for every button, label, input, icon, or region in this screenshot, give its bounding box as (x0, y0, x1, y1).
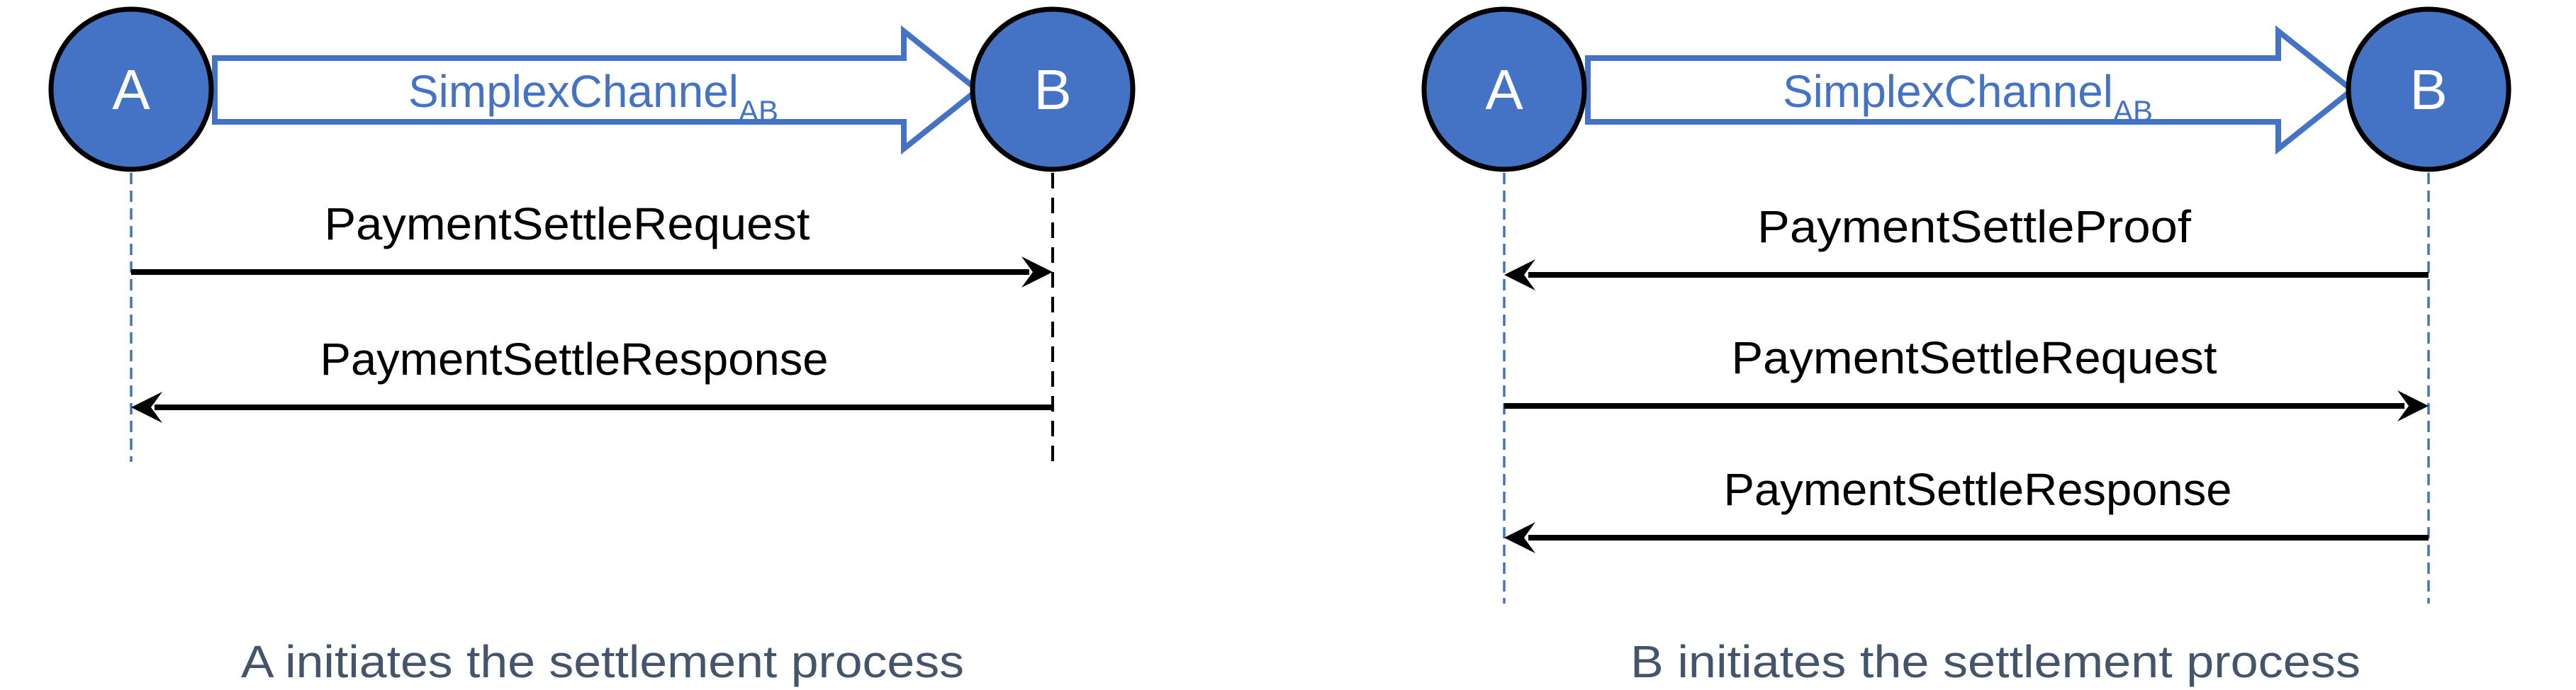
message-payment-settle-proof: PaymentSettleProof (1504, 201, 2429, 290)
diagram-caption: B initiates the settlement process (1630, 636, 2361, 687)
node-a-label: A (1485, 58, 1523, 121)
node-b-circle (970, 6, 1136, 172)
message-payment-settle-response: PaymentSettleResponse (131, 334, 1053, 423)
node-b-circle (2346, 6, 2511, 172)
message-label: PaymentSettleResponse (320, 334, 829, 385)
arrowhead-right-icon (1021, 256, 1053, 288)
node-b-label: B (1034, 58, 1071, 121)
message-label: PaymentSettleProof (1757, 201, 2191, 252)
diagram-b-initiates: SimplexChannelAB A B PaymentSettleProof … (1421, 6, 2511, 687)
simplex-channel-arrow (1585, 25, 2357, 155)
arrowhead-left-icon (131, 392, 162, 423)
simplex-channel-label: SimplexChannelAB (408, 66, 778, 128)
node-a-label: A (112, 58, 150, 121)
arrowhead-right-icon (2397, 390, 2429, 422)
message-label: PaymentSettleRequest (1732, 332, 2217, 383)
simplex-channel-arrow (212, 25, 982, 155)
node-a-circle (48, 6, 214, 172)
channel-name: SimplexChannel (1783, 66, 2113, 117)
diagram-a-initiates: SimplexChannelAB A B PaymentSettleReques… (48, 6, 1136, 687)
channel-subscript: AB (2113, 94, 2153, 128)
arrowhead-left-icon (1504, 259, 1535, 290)
message-payment-settle-request: PaymentSettleRequest (1504, 332, 2429, 422)
message-payment-settle-request: PaymentSettleRequest (131, 198, 1053, 288)
node-a-circle (1421, 6, 1587, 172)
diagram-caption: A initiates the settlement process (241, 636, 964, 687)
arrowhead-left-icon (1504, 522, 1535, 553)
simplex-channel-label: SimplexChannelAB (1783, 66, 2153, 128)
message-payment-settle-response: PaymentSettleResponse (1504, 464, 2429, 553)
node-b-label: B (2409, 58, 2447, 121)
message-label: PaymentSettleResponse (1724, 464, 2232, 515)
channel-subscript: AB (739, 94, 778, 128)
message-label: PaymentSettleRequest (325, 198, 810, 249)
channel-name: SimplexChannel (408, 66, 739, 117)
